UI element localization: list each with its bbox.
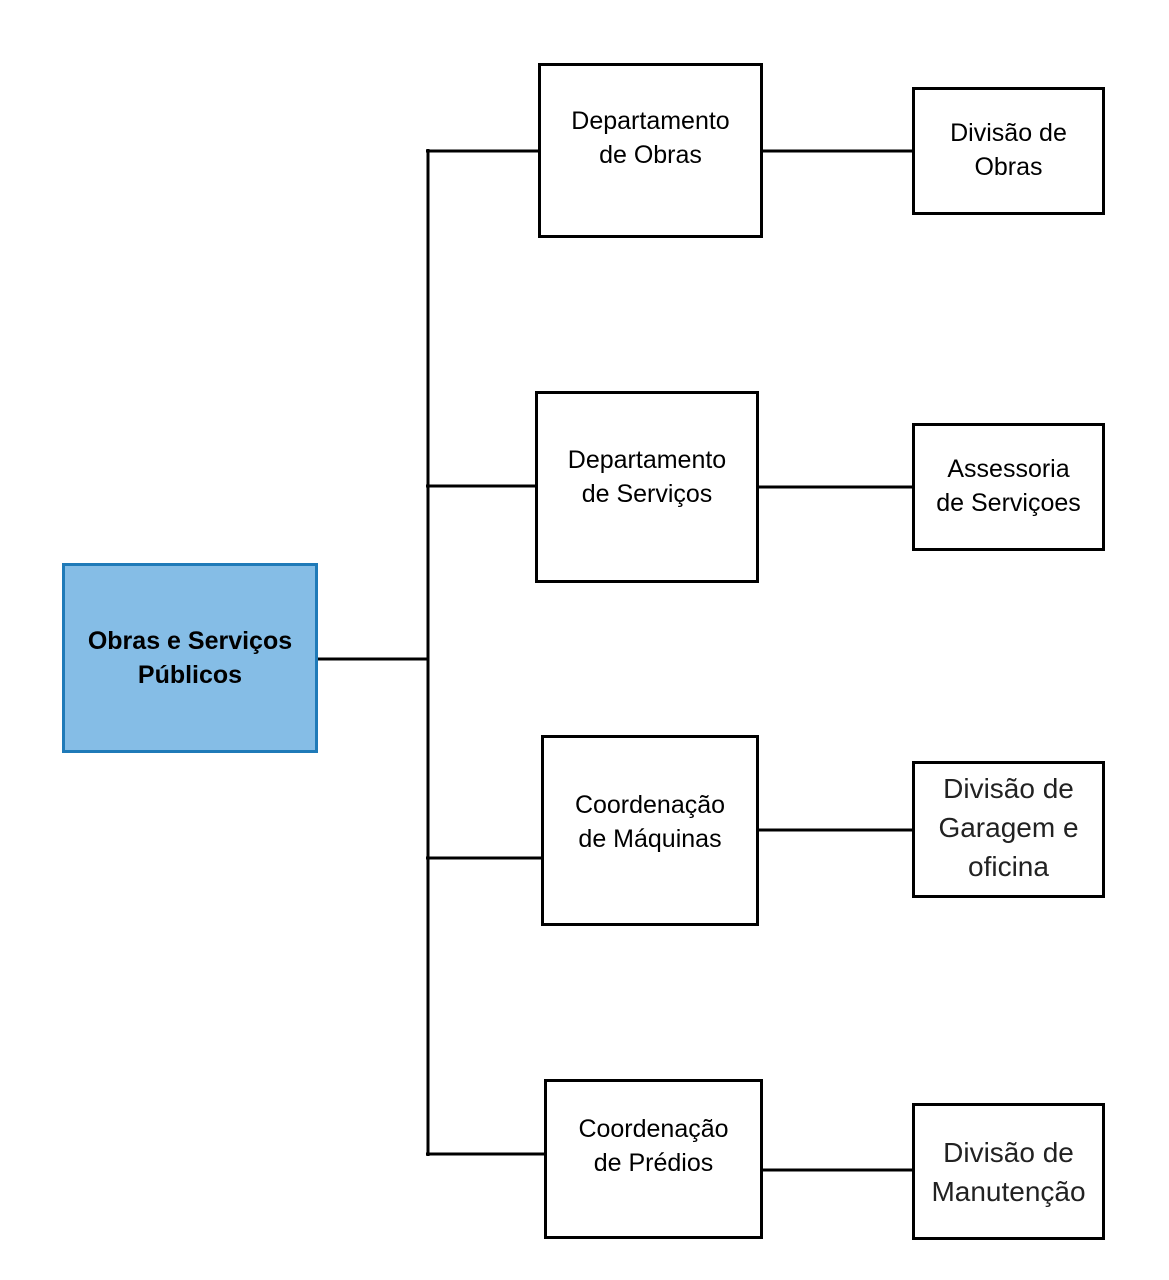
department-label: Departamento de Serviços: [567, 446, 727, 508]
department-label: Coordenação de Prédios: [578, 1114, 729, 1177]
unit-label: Divisão de Garagem e oficina: [938, 773, 1079, 882]
unit-node-garagem-oficina: Divisão de Garagem e oficina: [912, 761, 1105, 898]
root-node-label: Obras e Serviços Públicos: [87, 627, 293, 689]
unit-node-divisao-obras: Divisão de Obras: [912, 87, 1105, 215]
unit-label: Divisão de Manutenção: [931, 1136, 1086, 1207]
unit-label: Divisão de Obras: [950, 119, 1067, 181]
department-node-obras: Departamento de Obras: [538, 63, 763, 238]
unit-label: Assessoria de Serviçoes: [936, 455, 1081, 517]
unit-node-assessoria-servicos: Assessoria de Serviçoes: [912, 423, 1105, 551]
department-node-servicos: Departamento de Serviços: [535, 391, 759, 583]
department-node-predios: Coordenação de Prédios: [544, 1079, 763, 1239]
unit-node-manutencao: Divisão de Manutenção: [912, 1103, 1105, 1240]
department-label: Departamento de Obras: [571, 107, 730, 169]
department-label: Coordenação de Máquinas: [574, 790, 726, 853]
department-node-maquinas: Coordenação de Máquinas: [541, 735, 759, 926]
root-node: Obras e Serviços Públicos: [62, 563, 318, 753]
